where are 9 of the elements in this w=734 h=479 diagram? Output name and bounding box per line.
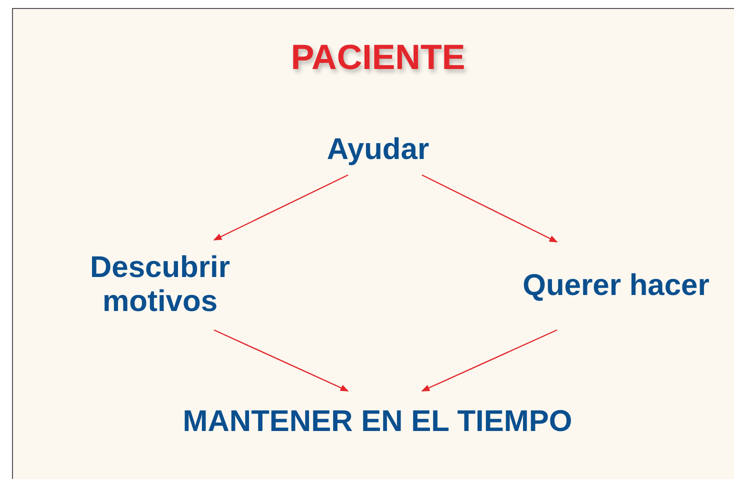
node-label: MANTENER EN EL TIEMPO: [182, 405, 572, 439]
arrow: [213, 174, 348, 241]
arrow: [422, 174, 558, 243]
arrow: [421, 329, 558, 392]
title: PACIENTE: [290, 37, 466, 79]
node-label: Descubrir motivos: [88, 251, 232, 319]
node-label: Ayudar: [326, 133, 430, 167]
node-label: Querer hacer: [522, 269, 710, 303]
arrow: [214, 329, 349, 392]
